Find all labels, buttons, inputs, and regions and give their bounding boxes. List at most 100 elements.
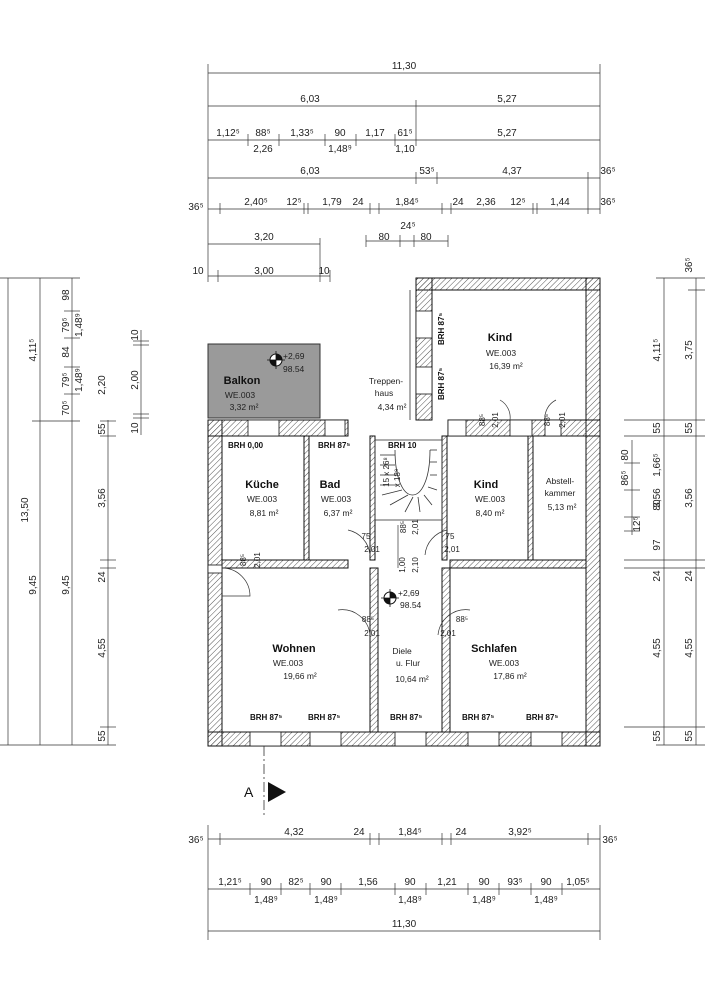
section-label: A [244,784,254,800]
balcony: +2,69 98.54 [207,343,321,419]
brh-label: BRH 87⁵ [526,713,558,722]
room-labels: Balkon WE.003 3,32 m² Kind WE.003 16,39 … [224,332,577,684]
room-unit: WE.003 [225,390,256,400]
brh-label: BRH 87⁵ [462,713,494,722]
room-name: Balkon [224,375,261,387]
stair-spec: x 18⁸ [393,469,402,488]
room-name: Kind [488,332,512,344]
room-area: 10,64 m² [395,674,429,684]
dim-label: 1,48⁹ [534,895,558,906]
dim-label: 1,21⁵ [218,877,242,888]
stair-spec: 15 x 26⁸ [382,457,391,487]
dim-label: 5,27 [497,128,517,139]
door-width: 88⁵ [543,414,552,426]
dim-label: 90 [334,128,346,139]
dim-label: 36⁵ [600,197,615,208]
dim-label: 1,12⁵ [216,128,240,139]
dim-label: 10 [130,329,141,341]
dim-label: 97 [652,539,663,551]
dim-label: 80 [378,232,390,243]
dim-label: 1,48⁹ [398,895,422,906]
dim-label: 1,48⁹ [74,313,85,337]
brh-label: BRH 87⁵ [308,713,340,722]
dim-label: 93⁵ [507,877,522,888]
hall-level-marker: +2,69 98.54 [381,588,422,610]
dim-label: 90 [478,877,490,888]
room-unit: WE.003 [486,348,517,358]
bottom-dimension-chains [207,825,601,940]
room-area: 16,39 m² [489,361,523,371]
door-width: 88⁵ [478,414,487,426]
room-name: Kind [474,479,498,491]
dim-label: 80 [620,449,631,461]
dim-label: 82⁵ [288,877,303,888]
dim-label: 79⁵ [61,317,72,332]
dim-label: 11,30 [392,61,417,72]
dim-label: 3,00 [254,266,274,277]
room-name: Schlafen [471,643,517,655]
room-name: Diele [392,646,412,656]
dim-label: 61⁵ [397,128,412,139]
dim-label: 6,03 [300,166,320,177]
dim-label: 79⁵ [61,372,72,387]
dim-label: 1,48⁹ [472,895,496,906]
dim-label: 1,48⁹ [328,144,352,155]
door-height: 2,01 [411,519,420,535]
dim-label: 80 [652,499,663,511]
section-marker: A [244,746,286,818]
room-name: Wohnen [272,643,315,655]
dim-label: 90 [320,877,332,888]
right-dimension-labels: 80 86⁵ 12⁵ 1,66⁵ 80 97 4,11⁵ 55 3,56 24 … [620,257,695,741]
windows-openings [207,310,563,747]
dim-label: 4,37 [502,166,522,177]
dim-label: 24 [652,570,663,582]
dim-label: 4,55 [684,638,695,658]
room-unit: WE.003 [489,658,520,668]
dim-label: 3,75 [684,340,695,360]
top-dimension-chains [207,64,601,282]
dim-label: 1,05⁵ [566,877,590,888]
dim-label: 4,32 [284,827,304,838]
dim-label: 90 [540,877,552,888]
left-dimension-chains [0,277,149,746]
door-width: 75 [446,532,455,541]
brh-label: BRH 87⁵ [390,713,422,722]
dim-label: 4,55 [97,638,108,658]
dim-label: 24 [684,570,695,582]
level-top: +2,69 [398,588,420,598]
dim-label: 24 [352,197,364,208]
dim-label: 1,33⁵ [290,128,314,139]
door-height: 2,01 [364,629,380,638]
dim-label: 1,48⁹ [314,895,338,906]
brh-label: BRH 87⁵ [437,368,446,400]
dim-label: 10 [192,266,204,277]
dim-label: 3,56 [684,488,695,508]
section-arrow-icon [268,782,286,802]
staircase [374,290,443,521]
dim-label: 6,03 [300,94,320,105]
dim-label: 36⁵ [602,835,617,846]
dim-label: 1,66⁵ [652,453,663,477]
dim-label: 55 [652,422,663,434]
room-area: 8,40 m² [476,508,505,518]
room-name: kammer [545,488,576,498]
dim-label: 1,84⁵ [398,827,422,838]
brh-label: BRH 87⁵ [250,713,282,722]
room-unit: WE.003 [273,658,304,668]
dim-label: 55 [684,422,695,434]
dim-label: 1,10 [395,144,415,155]
room-area: 3,32 m² [230,402,259,412]
brh-label: BRH 10 [388,441,417,450]
dim-label: 12⁵ [286,197,301,208]
dim-label: 2,40⁵ [244,197,268,208]
dim-label: 70⁵ [61,400,72,415]
door-height: 2,01 [253,552,262,568]
dim-label: 3,56 [97,488,108,508]
dim-label: 36⁵ [188,835,203,846]
dim-label: 90 [404,877,416,888]
door-height: 2,10 [411,557,420,573]
room-unit: WE.003 [475,494,506,504]
left-dimension-labels: 13,50 4,11⁵ 9,45 98 79⁵ 84 79⁵ 70⁵ 9,45 … [20,289,141,742]
dim-label: 9,45 [28,575,39,595]
door-width: 88⁵ [456,615,468,624]
